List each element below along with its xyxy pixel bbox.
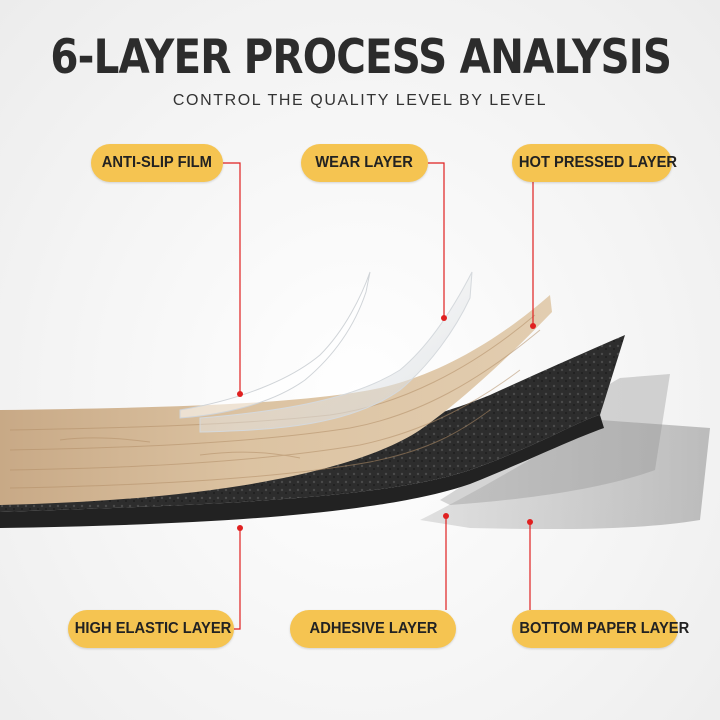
page-subtitle: CONTROL THE QUALITY LEVEL BY LEVEL	[172, 92, 548, 109]
callout-lines	[223, 162, 534, 630]
label-bottom-paper-layer: BOTTOM PAPER LAYER	[512, 610, 689, 648]
wood-layer-shape	[0, 295, 552, 505]
callout-line-wear	[428, 162, 445, 318]
bottom-paper-sheet	[420, 420, 710, 530]
callout-dot-hot-pressed	[530, 323, 536, 329]
callout-line-anti-slip	[223, 162, 241, 394]
callout-dots	[237, 315, 536, 531]
callout-dot-high-elastic	[237, 525, 243, 531]
label-high-elastic-layer: HIGH ELASTIC LAYER	[68, 610, 234, 648]
label-high-elastic-layer-text: HIGH ELASTIC LAYER	[74, 620, 232, 637]
callout-dot-anti-slip	[237, 391, 243, 397]
page-title: 6-LAYER PROCESS ANALYSIS	[50, 30, 672, 85]
callout-line-high-elastic	[234, 528, 241, 630]
callout-dot-wear	[441, 315, 447, 321]
foam-layer-edge	[0, 415, 604, 528]
callout-dot-adhesive	[443, 513, 449, 519]
label-adhesive-layer-text: ADHESIVE LAYER	[309, 620, 437, 637]
label-hot-pressed-layer: HOT PRESSED LAYER	[512, 144, 677, 182]
label-wear-layer: WEAR LAYER	[301, 144, 428, 182]
label-wear-layer-text: WEAR LAYER	[315, 154, 414, 171]
wear-layer-shape	[199, 271, 473, 433]
label-adhesive-layer: ADHESIVE LAYER	[290, 610, 456, 648]
label-bottom-paper-layer-text: BOTTOM PAPER LAYER	[519, 620, 690, 637]
anti-slip-film-shape	[179, 271, 371, 419]
label-anti-slip-film-text: ANTI-SLIP FILM	[101, 154, 213, 171]
label-hot-pressed-layer-text: HOT PRESSED LAYER	[518, 154, 678, 171]
label-anti-slip-film: ANTI-SLIP FILM	[91, 144, 223, 182]
callout-dot-bottom-paper	[527, 519, 533, 525]
